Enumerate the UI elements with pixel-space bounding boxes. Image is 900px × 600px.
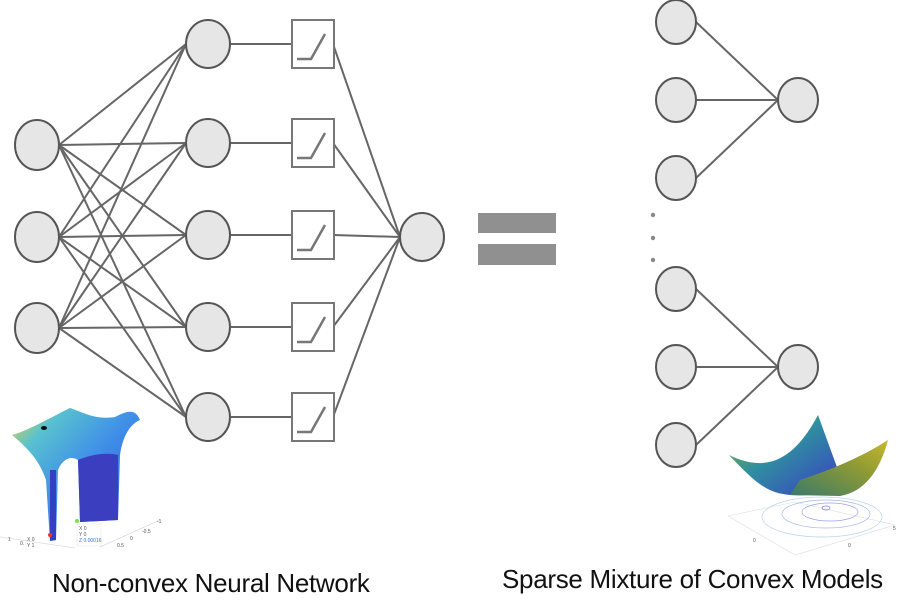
nonconvex-surface-plot: X 0 Y 0 Z 0.00016 X 0 Y 1 -1 -0.5 0 0.5 …: [0, 408, 162, 549]
datatip-y: Y 1: [27, 543, 35, 549]
contour-line: [801, 502, 859, 522]
ellipsis-dot: [650, 257, 656, 263]
contour-line: [761, 496, 883, 538]
input-node: [14, 302, 60, 354]
relu-curve: [297, 224, 327, 252]
edge: [58, 142, 187, 238]
ellipsis-dot: [650, 212, 656, 218]
datatip-box: [76, 523, 102, 547]
contour-line: [781, 499, 871, 529]
submodel-input-node: [655, 155, 697, 201]
convex-surface-plot: 0 0 5: [727, 415, 897, 556]
axis-tick: 0.: [20, 541, 24, 547]
ellipsis-icon: [650, 212, 656, 263]
axis-tick: -1: [157, 519, 162, 525]
output-node: [399, 212, 445, 262]
submodel-input-node: [655, 77, 697, 123]
edge: [58, 234, 187, 329]
relu-icon: [291, 210, 335, 260]
caption-nonconvex: Non-convex Neural Network: [52, 568, 370, 598]
equals-bar-bottom: [478, 244, 556, 265]
relu-activations: [291, 19, 335, 442]
hidden-node: [185, 210, 231, 260]
axis-tick: 0: [848, 543, 851, 549]
datatip-marker: [48, 533, 52, 537]
axis-tick: 0.5: [117, 543, 124, 549]
network-nodes: [14, 0, 819, 468]
relu-curve: [297, 316, 327, 344]
relu-box: [291, 19, 335, 69]
datatip-y: Y 0: [79, 532, 87, 538]
contour-line: [821, 505, 831, 511]
edge: [58, 142, 187, 146]
hidden-node: [185, 19, 231, 69]
nonconvex-surface-wall: [78, 453, 118, 522]
relu-box: [291, 118, 335, 168]
convex-surface-front: [790, 440, 888, 496]
edge: [695, 99, 779, 179]
relu-curve: [297, 33, 327, 61]
datatip-x: X 0: [79, 526, 87, 532]
submodel-output-node: [777, 344, 819, 390]
relu-icon: [291, 392, 335, 442]
relu-box: [291, 210, 335, 260]
edge: [58, 327, 187, 418]
edge: [332, 236, 401, 418]
submodel-output-node: [777, 77, 819, 123]
relu-icon: [291, 19, 335, 69]
relu-output-edges: [332, 43, 401, 418]
convex-surface-back: [729, 415, 840, 496]
edge: [332, 43, 401, 238]
hidden-relu-edges: [230, 43, 293, 418]
relu-box: [291, 302, 335, 352]
edge: [58, 326, 187, 329]
axis-tick: -0.5: [142, 529, 151, 535]
submodel-input-node: [655, 422, 697, 468]
caption-convex: Sparse Mixture of Convex Models: [502, 564, 883, 594]
ellipsis-dot: [650, 235, 656, 241]
datatip-x: X 0: [27, 537, 35, 543]
submodel-input-node: [655, 344, 697, 390]
axis-tick: 5: [893, 526, 896, 532]
relu-icon: [291, 118, 335, 168]
hidden-node: [185, 302, 231, 352]
edge: [695, 288, 779, 368]
axis-tick: 1: [8, 537, 11, 543]
relu-box: [291, 392, 335, 442]
relu-icon: [291, 302, 335, 352]
edge: [58, 43, 187, 329]
hidden-node: [185, 118, 231, 168]
convex-submodel-edges: [695, 21, 779, 446]
edge: [695, 366, 779, 446]
marker-icon: [41, 426, 47, 430]
contour-plane: [727, 501, 897, 556]
equals-sign: [478, 213, 556, 265]
edge: [58, 43, 187, 146]
edge: [332, 142, 401, 238]
input-hidden-edges: [58, 43, 187, 418]
input-node: [14, 119, 60, 171]
edge: [332, 234, 401, 238]
edge: [58, 43, 187, 238]
edge: [58, 142, 187, 329]
edge: [695, 21, 779, 101]
axis-tick: 0: [130, 536, 133, 542]
equals-bar-top: [478, 213, 556, 233]
hidden-node: [185, 392, 231, 442]
plot-axis: [99, 519, 161, 548]
relu-curve: [297, 132, 327, 160]
submodel-input-node: [655, 0, 697, 45]
datatip-z: Z 0.00016: [79, 538, 102, 544]
nonconvex-surface-well: [50, 470, 56, 541]
plot-axis: [0, 536, 76, 549]
datatip-marker: [75, 519, 79, 523]
input-node: [14, 211, 60, 263]
submodel-input-node: [655, 266, 697, 312]
edge: [332, 236, 401, 328]
relu-curve: [297, 406, 327, 434]
axis-tick: 0: [753, 538, 756, 544]
